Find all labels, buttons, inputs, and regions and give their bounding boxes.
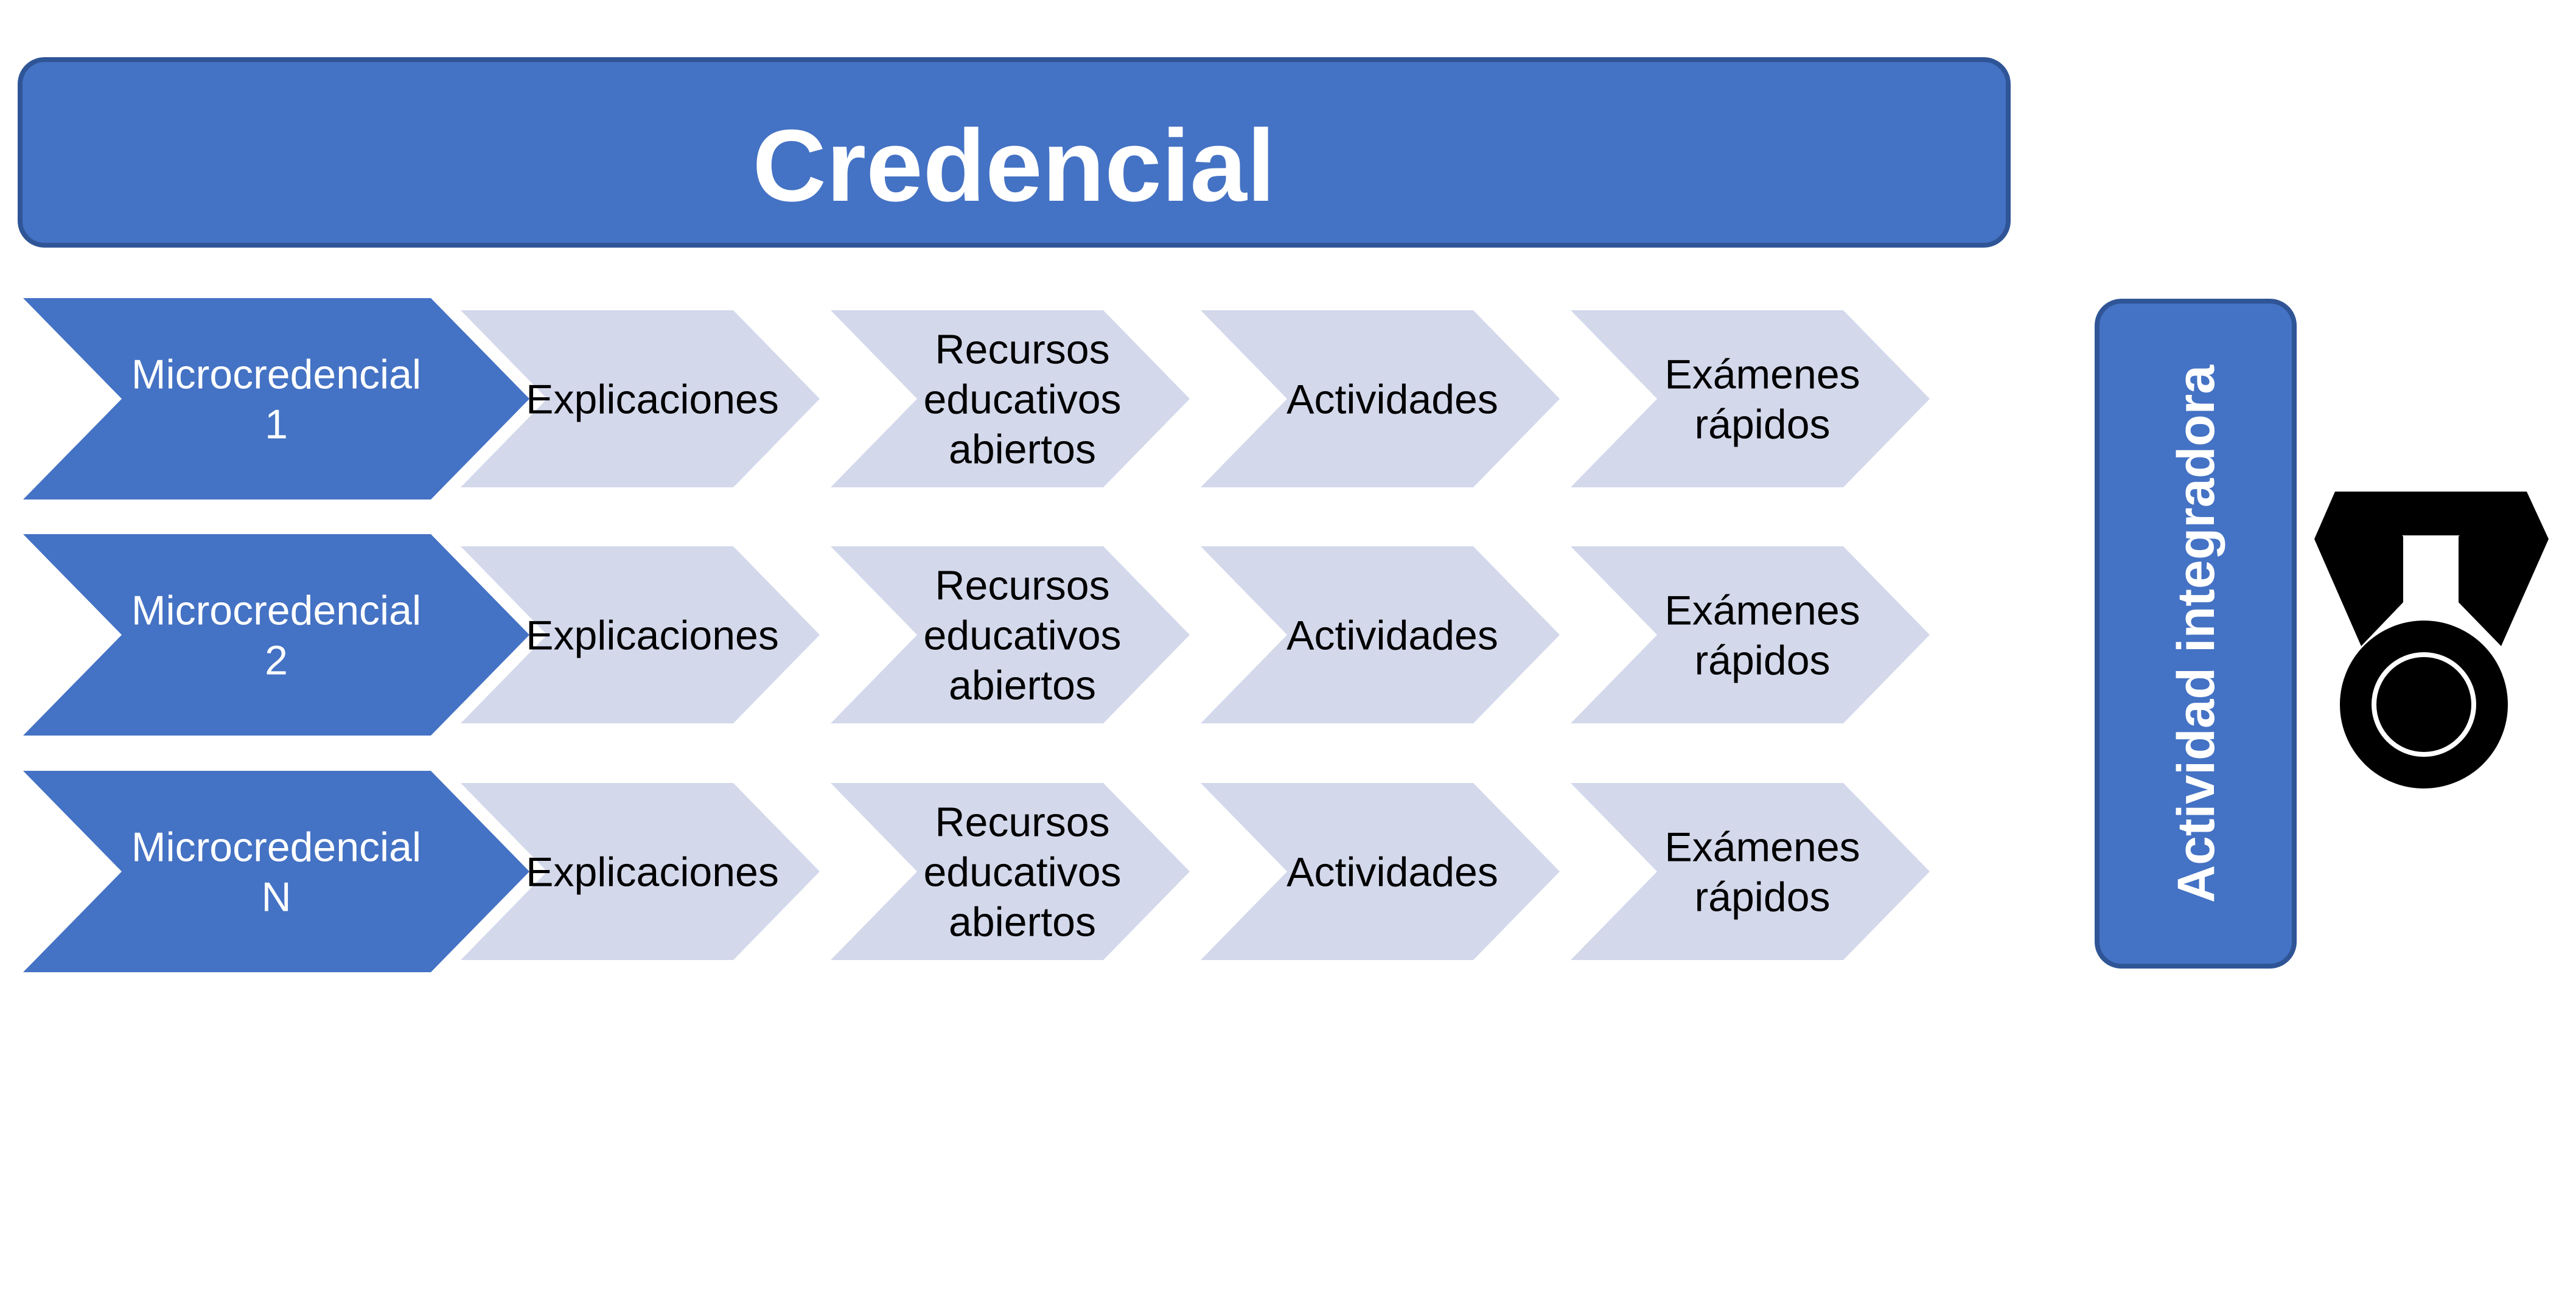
step-label: Actividades [1286,613,1498,659]
microcredential-chevron [23,298,529,499]
credential-title: Credencial [752,108,1275,223]
step-label-line: Recursos [935,799,1109,846]
step-chevron [1571,310,1930,487]
microcredential-label-line: Microcredencial [131,588,421,634]
step-label-line: abiertos [949,426,1096,473]
microcredential-label-line: 1 [265,402,288,448]
microcredential-chevron [23,534,529,736]
step-label-line: Exámenes [1664,824,1860,871]
integrating-activity-label: Actividad integradora [2167,364,2225,903]
integrating-activity: Actividad integradora [2095,299,2297,969]
step-chevron [1571,546,1930,723]
step-label: Explicaciones [526,613,779,659]
step-label-line: educativos [923,849,1121,896]
step-label-line: Recursos [935,327,1109,373]
integrating-activity-box [2095,299,2297,969]
step-chevron [831,310,1190,487]
medal-ring [2340,621,2508,788]
step-chevron [1571,783,1930,960]
step-label: Actividades [1286,377,1498,423]
step-label-line: Explicaciones [526,613,779,659]
credential-banner-box [18,57,2011,248]
step-label-line: Actividades [1286,377,1498,423]
step-label-line: Exámenes [1664,352,1860,398]
credential-banner: Credencial [18,57,2011,248]
step-label-line: educativos [923,377,1121,423]
microcredential-chevron [23,771,529,972]
step-label-line: Explicaciones [526,849,779,896]
step-chevron [831,546,1190,723]
step-label-line: educativos [923,613,1121,659]
step-chevron [1201,783,1560,960]
step-label-line: Actividades [1286,613,1498,659]
step-chevron [831,783,1190,960]
step-label: Actividades [1286,849,1498,896]
step-label-line: Actividades [1286,849,1498,896]
step-label-line: Exámenes [1664,588,1860,634]
step-chevron [461,783,820,960]
medal-disc [2376,657,2471,752]
step-label-line: rápidos [1694,402,1830,448]
step-label: Explicaciones [526,849,779,896]
microcredential-label-line: Microcredencial [131,352,421,398]
step-chevron [1201,310,1560,487]
step-label-line: Recursos [935,563,1109,609]
step-label-line: abiertos [949,663,1096,709]
microcredential-label-line: 2 [265,638,288,684]
medal-icon [2314,492,2549,788]
microcredential-label-line: N [261,874,291,920]
step-label: Explicaciones [526,377,779,423]
microcredential-label-line: Microcredencial [131,824,421,871]
step-label-line: rápidos [1694,638,1830,684]
step-label-line: rápidos [1694,874,1830,920]
step-chevron [461,546,820,723]
step-chevron [1201,546,1560,723]
step-label-line: Explicaciones [526,377,779,423]
medal-ribbon-center [2362,492,2499,535]
step-chevron [461,310,820,487]
step-label-line: abiertos [949,899,1096,945]
